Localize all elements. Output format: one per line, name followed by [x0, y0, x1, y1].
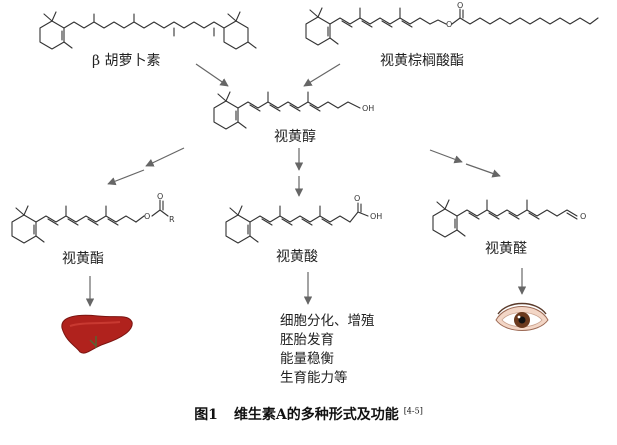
acid-carbonyl-label: O [354, 194, 360, 203]
retinoic-acid-label: 视黄酸 [276, 249, 318, 265]
function-item: 胚胎发育 [280, 332, 334, 348]
figure-caption: 图1 维生素A的多种形式及功能 [4-5] [0, 404, 617, 424]
acid-hydroxyl-label: OH [370, 212, 382, 221]
arrow-retinol-to-ester-1 [145, 147, 185, 167]
ester-o-label: O [144, 212, 150, 221]
ester-oxygen-label: O [446, 20, 452, 29]
ester-carbonyl-label: O [157, 192, 163, 201]
retinoic-acid-functions: 细胞分化、增殖 胚胎发育 能量稳衡 生育能力等 [280, 312, 375, 388]
retinyl-ester-structure: O O R [11, 192, 175, 244]
function-item: 能量稳衡 [280, 351, 334, 367]
retinal-structure: O [432, 199, 586, 238]
eye-icon [495, 302, 549, 331]
retinyl-palmitate-label: 视黄棕榈酸酯 [380, 53, 464, 69]
aldehyde-oxygen-label: O [580, 212, 586, 221]
arrow-carotene-to-retinol [195, 63, 229, 87]
figure-number: 图1 [194, 407, 218, 423]
arrow-retinol-to-retinal-2 [465, 163, 501, 178]
beta-carotene-structure [39, 11, 257, 50]
retinyl-palmitate-structure: O O [305, 1, 599, 46]
retinal-label: 视黄醛 [485, 241, 527, 257]
carbonyl-oxygen-label: O [457, 1, 463, 10]
arrow-palmitate-to-retinol [303, 63, 341, 87]
arrow-retinol-to-retinal-1 [429, 149, 463, 164]
arrow-retinol-to-ester-2 [107, 169, 145, 186]
retinoic-acid-structure: O OH [225, 194, 382, 244]
beta-carotene-label: β 胡萝卜素 [92, 53, 161, 69]
retinol-label: 视黄醇 [274, 129, 316, 145]
liver-icon [61, 314, 133, 354]
hydroxyl-label: OH [362, 104, 374, 113]
caption-text: 维生素A的多种形式及功能 [233, 407, 399, 423]
retinyl-ester-label: 视黄酯 [62, 251, 104, 267]
function-item: 细胞分化、增殖 [280, 313, 375, 329]
r-group-label: R [169, 215, 175, 224]
function-item: 生育能力等 [280, 370, 348, 386]
caption-reference: [4-5] [403, 406, 423, 416]
retinol-structure: OH [213, 91, 374, 130]
arrows [85, 63, 527, 307]
